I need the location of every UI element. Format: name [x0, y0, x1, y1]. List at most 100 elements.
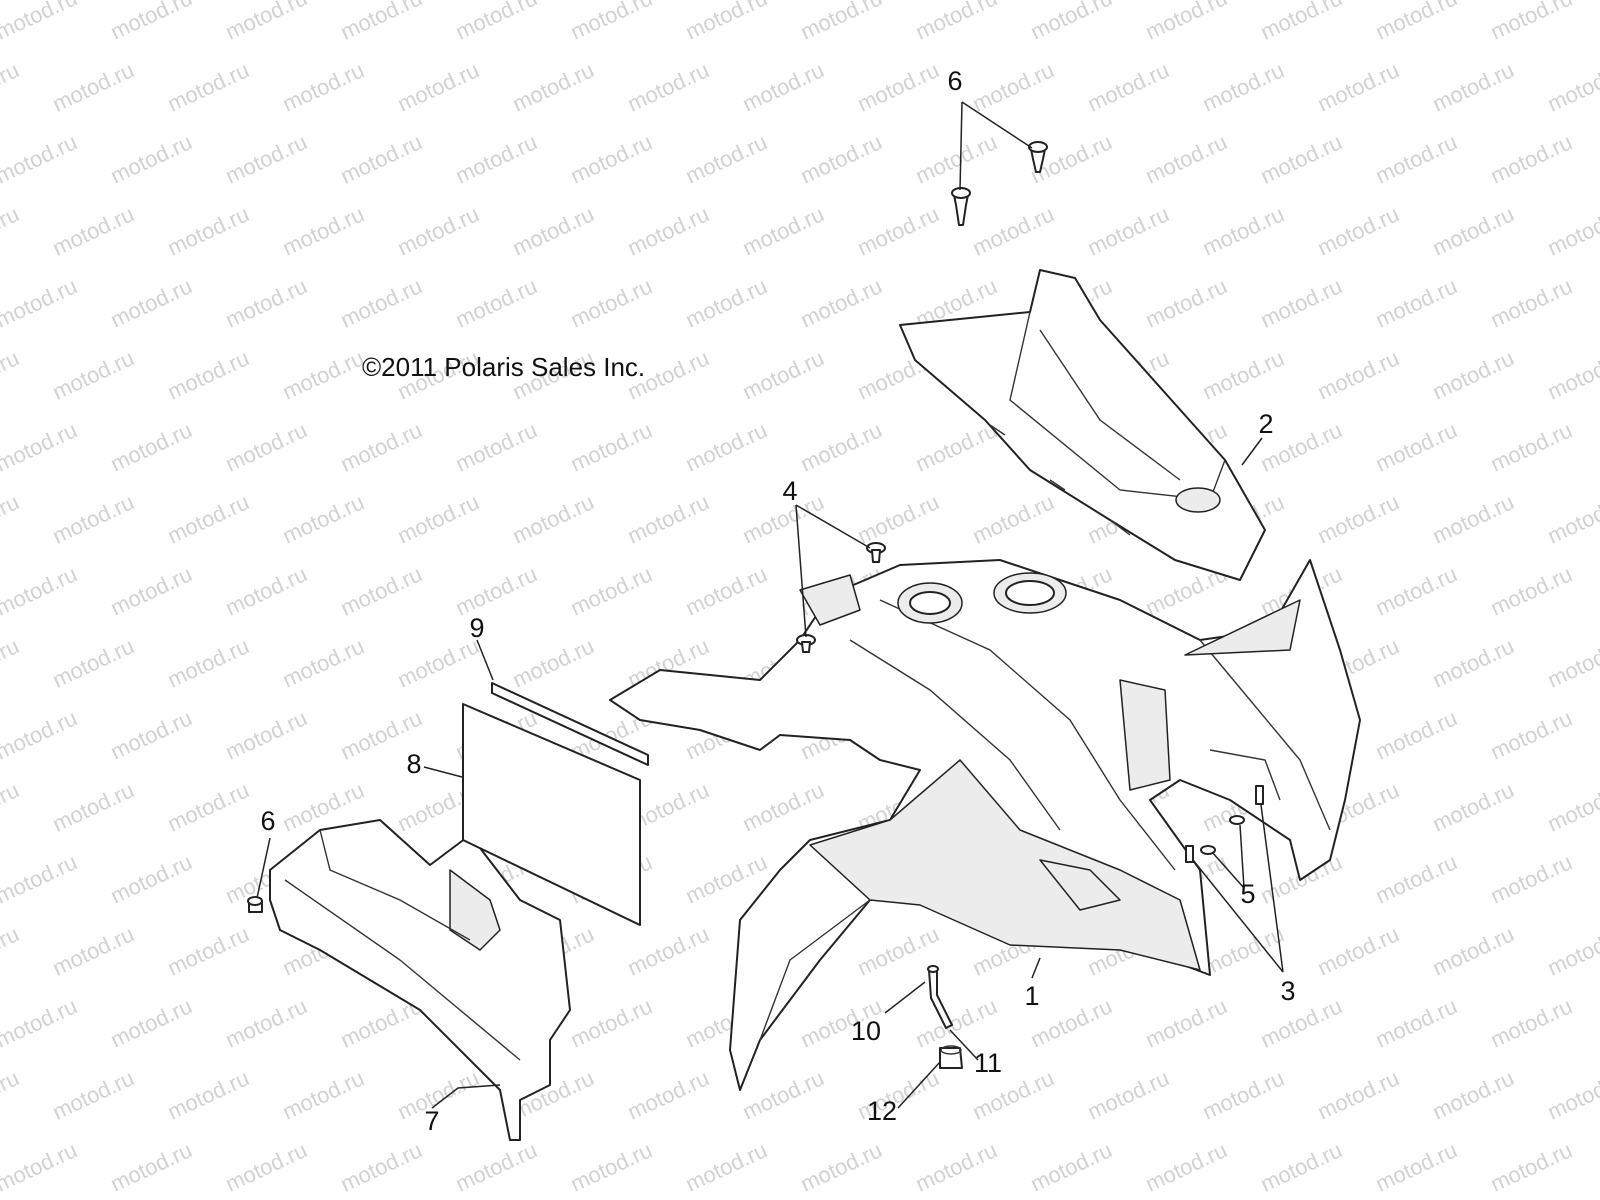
part-9-strip: [491, 682, 649, 766]
watermark-text: motod.ru: [567, 129, 656, 188]
fastener-6-lower-icon: [247, 896, 263, 913]
watermark-text: motod.ru: [0, 1137, 81, 1196]
watermark-text: motod.ru: [1544, 921, 1600, 980]
watermark-text: motod.ru: [49, 921, 138, 980]
watermark-text: motod.ru: [1027, 993, 1116, 1052]
watermark-text: motod.ru: [279, 1065, 368, 1124]
callout-2: 2: [1258, 409, 1273, 439]
watermark-text: motod.ru: [1314, 201, 1403, 260]
watermark-text: motod.ru: [0, 129, 81, 188]
watermark-text: motod.ru: [452, 417, 541, 476]
watermark-text: motod.ru: [0, 705, 81, 764]
watermark-text: motod.ru: [222, 129, 311, 188]
callout-12: 12: [867, 1096, 897, 1126]
watermark-text: motod.ru: [49, 1065, 138, 1124]
watermark-text: motod.ru: [279, 57, 368, 116]
watermark-text: motod.ru: [739, 201, 828, 260]
watermark-text: motod.ru: [0, 201, 23, 260]
watermark-text: motod.ru: [624, 489, 713, 548]
watermark-text: motod.ru: [279, 489, 368, 548]
watermark-text: motod.ru: [1027, 1137, 1116, 1196]
part-1-front-fender: [609, 559, 1361, 1091]
watermark-text: motod.ru: [624, 57, 713, 116]
watermark-text: motod.ru: [49, 201, 138, 260]
watermark-text: motod.ru: [509, 57, 598, 116]
watermark-text: motod.ru: [682, 1137, 771, 1196]
watermark-text: motod.ru: [1142, 129, 1231, 188]
watermark-text: motod.ru: [452, 0, 541, 45]
watermark-text: motod.ru: [1314, 345, 1403, 404]
watermark-text: motod.ru: [222, 1137, 311, 1196]
watermark-text: motod.ru: [1257, 993, 1346, 1052]
watermark-text: motod.ru: [394, 57, 483, 116]
watermark-text: motod.ru: [682, 561, 771, 620]
watermark-text: motod.ru: [682, 0, 771, 45]
watermark-text: motod.ru: [1084, 57, 1173, 116]
watermark-text: motod.ru: [1544, 345, 1600, 404]
part-2-cover: [899, 269, 1266, 581]
fastener-6-upper-b-icon: [1028, 141, 1048, 173]
watermark-text: motod.ru: [1544, 633, 1600, 692]
watermark-text: motod.ru: [107, 993, 196, 1052]
watermark-text: motod.ru: [222, 0, 311, 45]
watermark-text: motod.ru: [49, 345, 138, 404]
watermark-text: motod.ru: [1372, 417, 1461, 476]
watermark-text: motod.ru: [394, 201, 483, 260]
watermark-text: motod.ru: [969, 57, 1058, 116]
watermark-text: motod.ru: [0, 0, 81, 45]
watermark-text: motod.ru: [1372, 129, 1461, 188]
watermark-text: motod.ru: [739, 1065, 828, 1124]
watermark-text: motod.ru: [0, 993, 81, 1052]
watermark-text: motod.ru: [1372, 273, 1461, 332]
watermark-text: motod.ru: [0, 273, 81, 332]
watermark-text: motod.ru: [1429, 489, 1518, 548]
watermark-text: motod.ru: [739, 345, 828, 404]
watermark-text: motod.ru: [1142, 1137, 1231, 1196]
watermark-text: motod.ru: [1487, 849, 1576, 908]
watermark-text: motod.ru: [164, 777, 253, 836]
watermark-text: motod.ru: [452, 561, 541, 620]
watermark-text: motod.ru: [1487, 561, 1576, 620]
watermark-text: motod.ru: [567, 273, 656, 332]
watermark-text: motod.ru: [1487, 129, 1576, 188]
watermark-text: motod.ru: [969, 201, 1058, 260]
watermark-text: motod.ru: [452, 129, 541, 188]
watermark-text: motod.ru: [279, 345, 368, 404]
watermark-text: motod.ru: [1429, 201, 1518, 260]
watermark-text: motod.ru: [337, 0, 426, 45]
watermark-text: motod.ru: [1544, 201, 1600, 260]
watermark-text: motod.ru: [222, 273, 311, 332]
watermark-text: motod.ru: [509, 633, 598, 692]
watermark-text: motod.ru: [107, 0, 196, 45]
watermark-text: motod.ru: [509, 201, 598, 260]
callout-labels: 1 2 3 4 5 6 6 7 8 9 10 11 12: [260, 66, 1295, 1136]
callout-11: 11: [974, 1048, 1002, 1078]
watermark-text: motod.ru: [1429, 57, 1518, 116]
watermark-text: motod.ru: [1257, 129, 1346, 188]
watermark-text: motod.ru: [854, 489, 943, 548]
watermark-text: motod.ru: [49, 57, 138, 116]
watermark-text: motod.ru: [0, 345, 23, 404]
watermark-text: motod.ru: [1257, 273, 1346, 332]
watermark-text: motod.ru: [394, 489, 483, 548]
part-7-side-panel: [269, 819, 571, 1141]
watermark-text: motod.ru: [222, 561, 311, 620]
watermark-text: motod.ru: [1544, 489, 1600, 548]
watermark-text: motod.ru: [0, 849, 81, 908]
callout-6-upper: 6: [947, 66, 962, 96]
fastener-5-icon: [1200, 815, 1245, 855]
watermark-text: motod.ru: [0, 489, 23, 548]
watermark-text: motod.ru: [912, 993, 1001, 1052]
watermark-text: motod.ru: [1084, 201, 1173, 260]
watermark-text: motod.ru: [1084, 1065, 1173, 1124]
watermark-text: motod.ru: [452, 273, 541, 332]
watermark-text: motod.ru: [0, 921, 23, 980]
fastener-6-upper-a-icon: [951, 187, 971, 226]
watermark-text: motod.ru: [1314, 57, 1403, 116]
watermark-text: motod.ru: [49, 777, 138, 836]
watermark-text: motod.ru: [1429, 1065, 1518, 1124]
fastener-4-a-icon: [866, 542, 886, 563]
watermark-text: motod.ru: [567, 1137, 656, 1196]
watermark-text: motod.ru: [1199, 921, 1288, 980]
